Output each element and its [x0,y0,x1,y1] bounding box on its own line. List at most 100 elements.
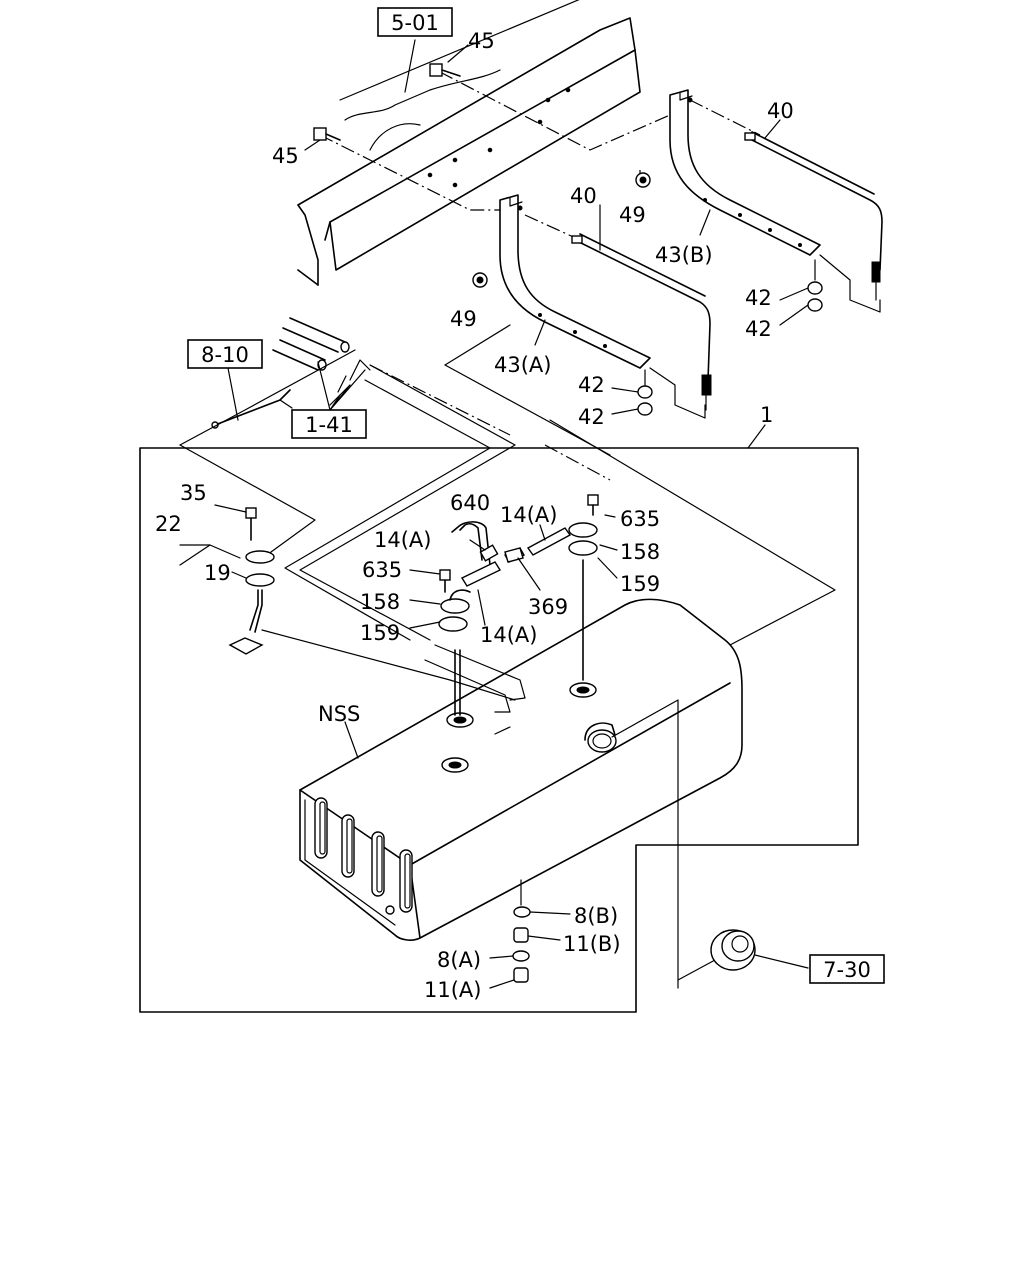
leader-lines [317,361,366,411]
sensor-wire [211,389,293,429]
ref-7-30: 7-30 [823,958,871,982]
routing-line [299,364,516,641]
leader-line [764,119,781,139]
label-159: 159 [620,572,660,596]
nut-49-right [635,172,651,188]
ref-8-10: 8-10 [201,343,249,367]
label-43a: 43(A) [494,353,551,377]
leader-line [304,139,321,151]
fitting-right [526,494,599,681]
label-635: 635 [620,507,660,531]
routing-line [179,349,356,446]
leader-line [747,424,766,449]
ref-box-1-41[interactable]: 1-41 [291,409,367,439]
label-42: 42 [745,317,772,341]
ref-1-41: 1-41 [305,413,353,437]
leader-line [611,387,639,393]
routing-line [179,444,316,561]
label-369: 369 [528,595,568,619]
leader-line [344,721,359,759]
label-8b: 8(B) [574,904,618,928]
leader-line [409,621,441,629]
leader-line [779,287,809,301]
label-14a: 14(A) [500,503,557,527]
assembly-line [439,71,671,151]
drain-plugs [489,879,571,989]
nut-49-middle [472,272,488,288]
label-11a: 11(A) [424,978,481,1002]
label-11b: 11(B) [563,932,621,956]
leader-line [409,569,441,575]
label-159: 159 [360,621,400,645]
leader-line [447,44,469,63]
strap-40-middle [571,233,712,411]
assembly-line [319,134,500,211]
label-14a: 14(A) [374,528,431,552]
label-43b: 43(B) [655,243,713,267]
fuel-sender-unit [228,507,526,713]
leader-line [469,539,486,551]
label-19: 19 [204,561,231,585]
assembly-line [524,214,581,241]
leader-line [779,304,809,326]
ref-box-8-10[interactable]: 8-10 [187,339,263,369]
leader-line [179,544,241,559]
ref-5-01: 5-01 [391,11,439,35]
leader-line [539,524,546,541]
label-640: 640 [450,491,490,515]
filler-cap [611,699,809,989]
fuel-tank [299,598,743,941]
routing-line [444,324,511,366]
strap-40-right [744,131,883,301]
label-40: 40 [767,99,794,123]
label-nss: NSS [318,702,360,726]
label-158: 158 [360,590,400,614]
label-14a: 14(A) [480,623,537,647]
bolt-45-upper [429,63,461,77]
ref-box-5-01[interactable]: 5-01 [377,7,453,37]
routing-line [549,419,836,646]
leader-line [534,319,546,346]
nuts-42-middle [637,369,653,416]
label-8a: 8(A) [437,948,481,972]
leader-line [214,504,247,513]
label-35: 35 [180,481,207,505]
assembly-line [369,364,511,436]
assembly-line [689,99,761,136]
label-158: 158 [620,540,660,564]
bracket-43b [669,89,821,256]
leader-line [227,367,239,421]
label-42: 42 [578,405,605,429]
leader-line [409,599,441,605]
label-22: 22 [155,512,182,536]
leader-line [599,544,618,551]
label-40: 40 [570,184,597,208]
label-45: 45 [468,29,495,53]
ref-box-7-30[interactable]: 7-30 [809,954,885,984]
label-635: 635 [362,558,402,582]
label-1: 1 [760,403,773,427]
label-45: 45 [272,144,299,168]
bracket-43a [499,194,651,369]
leader-line [611,408,639,415]
label-42: 42 [578,373,605,397]
leader-line [699,209,711,236]
leader-line [477,589,486,626]
label-49: 49 [619,203,646,227]
leader-line [179,544,211,566]
strap-clamp-line [819,254,881,313]
leader-line [597,557,618,579]
group-frame [139,447,859,1013]
leader-line [231,571,247,579]
label-49: 49 [450,307,477,331]
leader-line [404,39,416,93]
nuts-42-right [807,259,823,312]
label-42: 42 [745,286,772,310]
leader-line [604,514,616,518]
routing-line [284,379,491,641]
connector-369 [504,547,541,591]
strap-clamp-line [649,367,706,419]
assembly-line [544,444,611,481]
